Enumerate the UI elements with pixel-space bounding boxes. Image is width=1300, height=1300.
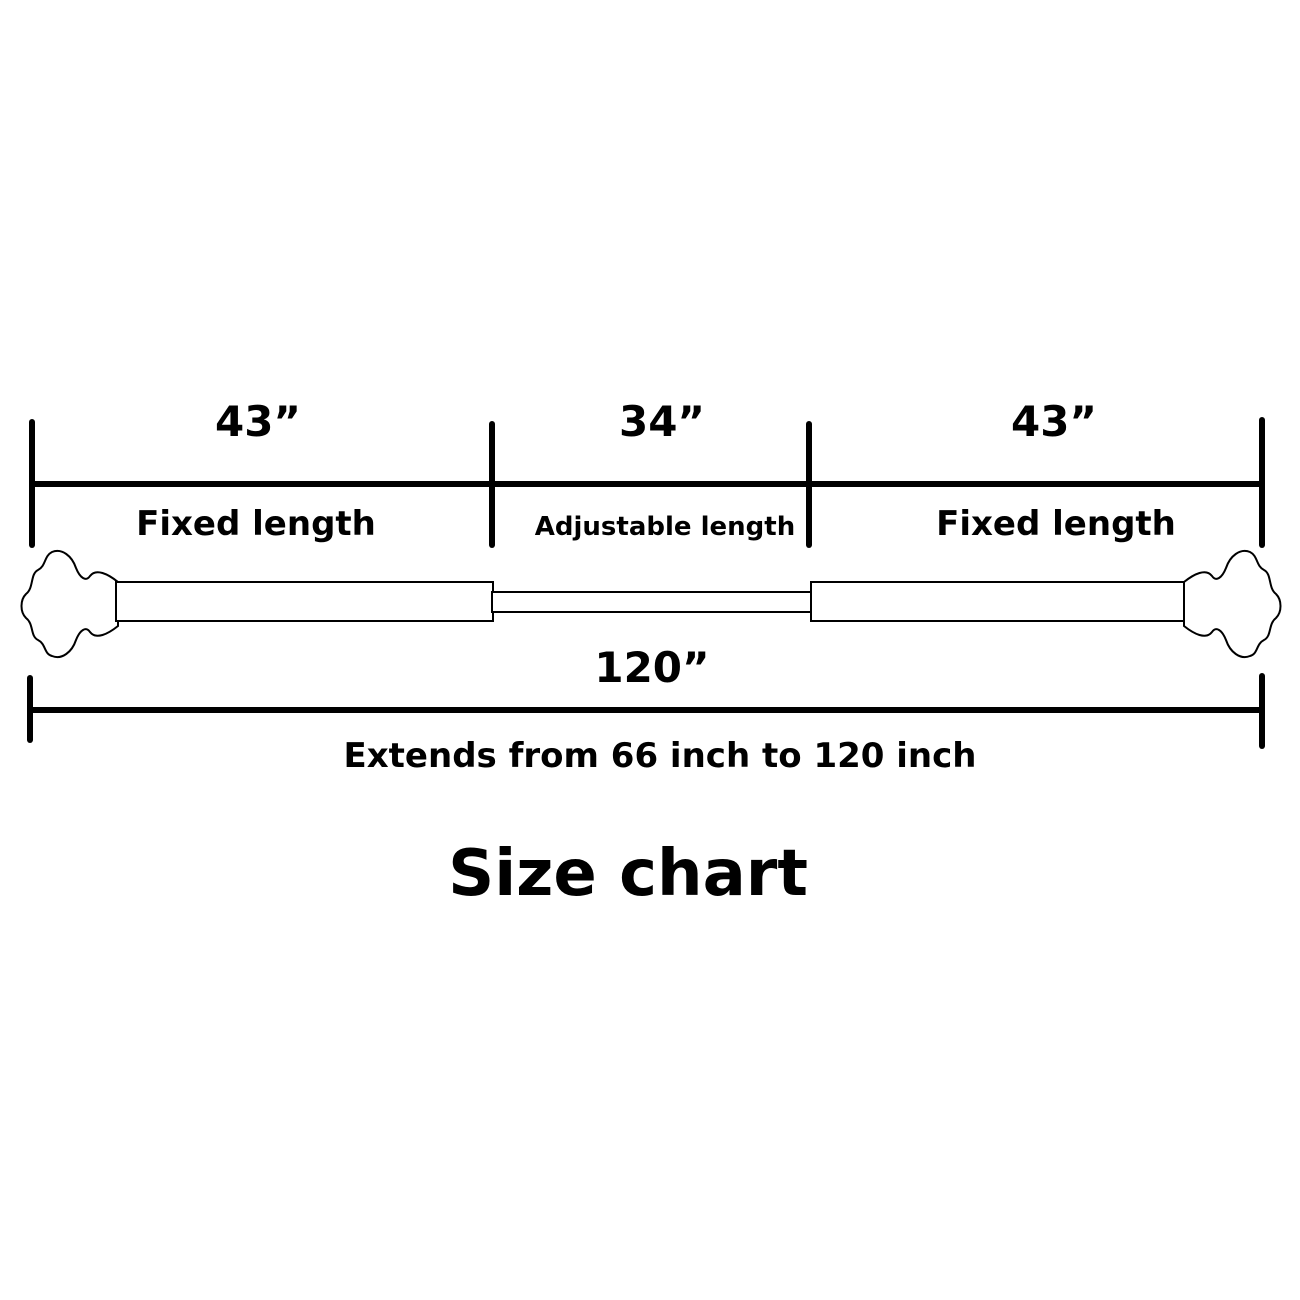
segment-3-description: Fixed length [936,504,1176,544]
adjustable-tube [491,591,813,613]
total-length: 120” [594,643,709,692]
total-description: Extends from 66 inch to 120 inch [344,736,977,776]
curtain-rod [20,550,1282,658]
right-finial [1183,550,1282,658]
segment-2-description: Adjustable length [535,512,795,542]
right-fixed-tube [810,581,1187,622]
segment-2-length: 34” [619,397,705,446]
total-dimension-line [27,673,1265,749]
segment-dimension-line [29,417,1265,548]
left-fixed-tube [115,581,494,622]
left-finial [20,550,119,658]
caption: Size chart [448,837,808,911]
segment-1-description: Fixed length [136,504,376,544]
segment-1-length: 43” [215,397,301,446]
segment-3-length: 43” [1011,397,1097,446]
